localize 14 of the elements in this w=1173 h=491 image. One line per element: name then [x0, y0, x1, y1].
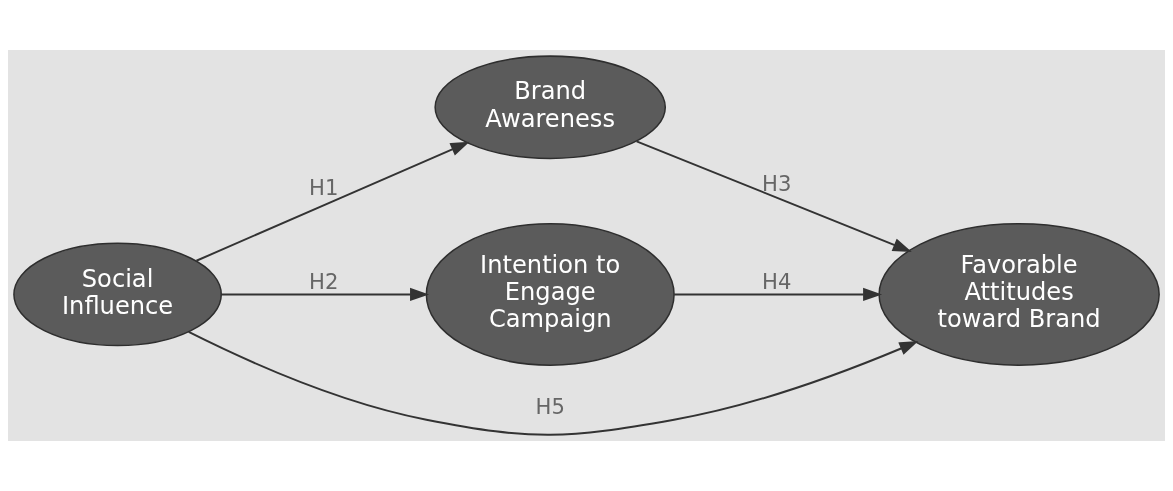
arrow: [220, 287, 430, 302]
edge-label: H1: [309, 175, 339, 201]
node-ellipse: Brand Awareness: [434, 55, 667, 160]
arrow: [635, 140, 912, 252]
arrow: [195, 141, 470, 262]
arrow: [187, 330, 919, 436]
edge-label: H3: [762, 170, 792, 196]
arrow: [673, 287, 883, 302]
node-ellipse: Intention to Engage Campaign: [425, 222, 675, 366]
edge-label: H5: [535, 393, 565, 419]
edge-label: H2: [309, 268, 339, 294]
edge-label: H4: [762, 268, 792, 294]
node-ellipse: Social Influence: [13, 242, 222, 347]
node-ellipse: Favorable Attitudes toward Brand: [878, 222, 1160, 366]
